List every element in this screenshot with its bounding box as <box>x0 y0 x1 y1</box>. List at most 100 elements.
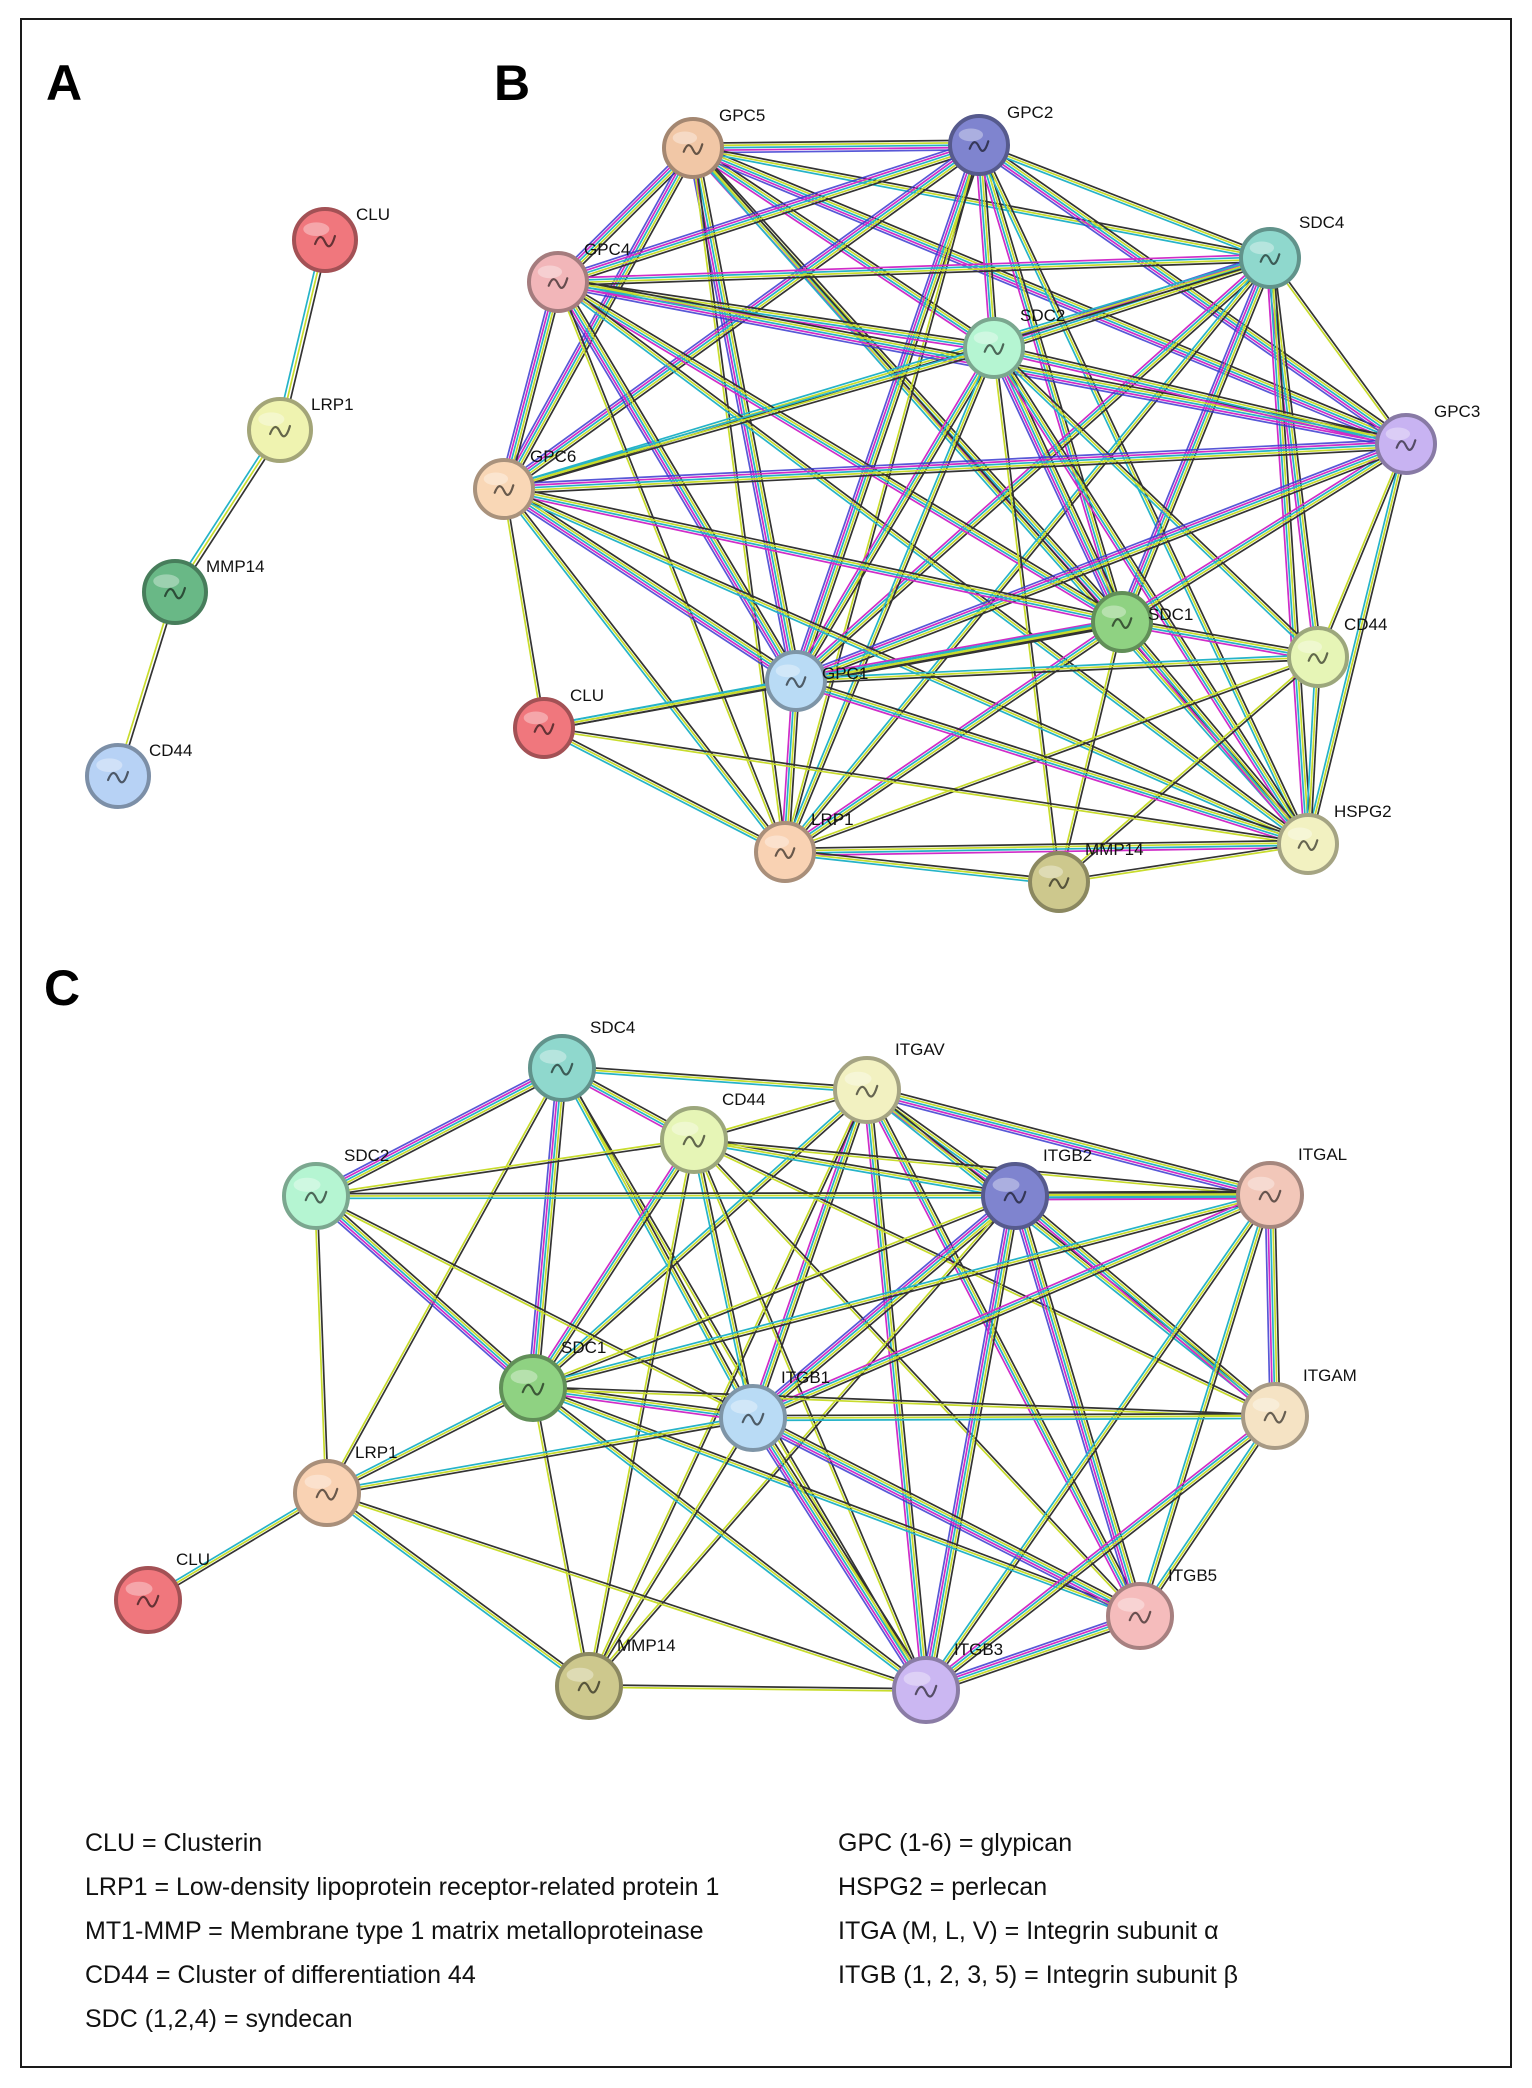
edge-line-database <box>531 1389 1140 1620</box>
node-itgal[interactable]: ITGAL <box>1236 1145 1347 1229</box>
edge-line-database <box>794 346 994 681</box>
node-label: CLU <box>570 686 604 705</box>
edge-line-experiment <box>532 1390 753 1423</box>
node-mmp14[interactable]: MMP14 <box>555 1636 676 1720</box>
node-sdc2[interactable]: SDC2 <box>282 1146 389 1230</box>
edge-line-co-expression <box>785 848 1060 881</box>
node-clu[interactable]: CLU <box>513 686 604 759</box>
edge-line-text-mining <box>557 281 1309 845</box>
node-itgb5[interactable]: ITGB5 <box>1106 1566 1217 1650</box>
node-clu[interactable]: CLU <box>292 205 390 273</box>
edge-line-homology <box>503 438 1406 486</box>
node-cd44[interactable]: CD44 <box>660 1090 765 1174</box>
node-label: SDC4 <box>590 1018 635 1037</box>
edge-line-text-mining <box>784 257 1271 853</box>
edge-line-database <box>542 729 785 855</box>
node-mmp14[interactable]: MMP14 <box>142 557 265 625</box>
edge-gpc2-gpc4 <box>556 139 981 288</box>
node-highlight <box>523 711 549 725</box>
node-itgb1[interactable]: ITGB1 <box>719 1368 830 1452</box>
edge-sdc2-cd44 <box>991 345 1321 660</box>
edge-line-experiment <box>501 146 692 489</box>
node-gpc2[interactable]: GPC2 <box>948 103 1053 176</box>
edge-line-co-expression <box>558 260 1271 287</box>
edge-line-text-mining <box>1270 257 1311 844</box>
node-cd44[interactable]: CD44 <box>1287 615 1387 688</box>
node-itgb3[interactable]: ITGB3 <box>892 1640 1003 1724</box>
edge-line-database <box>864 1091 1275 1419</box>
edge-line-co-expression <box>544 725 1309 844</box>
edge-line-homology <box>975 148 1404 449</box>
edge-line-database <box>866 1089 1271 1196</box>
protein-structure-icon <box>682 1134 706 1148</box>
edge-itgam-itgb5 <box>1137 1414 1278 1618</box>
edge-line-database <box>559 1068 752 1420</box>
node-highlight <box>958 128 984 142</box>
edge-line-database <box>1267 258 1308 845</box>
node-itgav[interactable]: ITGAV <box>833 1040 945 1124</box>
edge-line-co-expression <box>1273 1194 1281 1416</box>
node-gpc1[interactable]: GPC1 <box>765 650 868 712</box>
node-sdc1[interactable]: SDC1 <box>499 1338 606 1422</box>
edge-line-database <box>781 346 993 852</box>
edge-line-text-mining <box>754 1416 929 1690</box>
edge-line-database <box>1267 258 1318 658</box>
edge-line-text-mining <box>796 679 1309 844</box>
panel-letter-c: C <box>44 960 80 1016</box>
node-sdc2[interactable]: SDC2 <box>963 306 1065 379</box>
edge-line-database <box>557 281 797 682</box>
node-sdc4[interactable]: SDC4 <box>528 1018 635 1102</box>
edge-itgav-itgam <box>864 1087 1278 1419</box>
edge-line-co-expression <box>1014 1190 1270 1194</box>
node-hspg2[interactable]: HSPG2 <box>1277 802 1392 875</box>
node-itgam[interactable]: ITGAM <box>1241 1366 1357 1450</box>
node-lrp1[interactable]: LRP1 <box>247 395 354 463</box>
edge-line-text-mining <box>587 1089 867 1686</box>
node-highlight <box>992 1177 1020 1192</box>
edge-line-co-expression <box>589 1683 927 1690</box>
edge-line-text-mining <box>1307 443 1407 845</box>
edge-itgav-itgal <box>865 1084 1272 1201</box>
edge-line-database <box>1120 622 1308 846</box>
node-clu[interactable]: CLU <box>114 1550 210 1634</box>
node-gpc4[interactable]: GPC4 <box>527 240 630 313</box>
node-gpc3[interactable]: GPC3 <box>1375 402 1480 475</box>
node-label: GPC2 <box>1007 103 1053 122</box>
node-sdc1[interactable]: SDC1 <box>1091 591 1193 653</box>
edge-sdc1-mmp14 <box>530 1387 592 1687</box>
edge-itgam-itgb3 <box>923 1412 1278 1694</box>
node-cd44[interactable]: CD44 <box>85 741 192 809</box>
edge-line-database <box>692 149 1270 262</box>
edge-cd44-itgam <box>693 1138 1276 1418</box>
edge-line-database <box>326 1414 753 1492</box>
edge-line-database <box>795 653 1318 680</box>
protein-structure-icon <box>855 1084 879 1098</box>
edge-line-experiment <box>503 491 1122 627</box>
edge-line-co-expression <box>786 624 1125 856</box>
edge-gpc3-gpc1 <box>793 438 1409 687</box>
node-mmp14[interactable]: MMP14 <box>1028 840 1144 913</box>
edge-line-text-mining <box>693 1140 1270 1198</box>
node-sdc4[interactable]: SDC4 <box>1239 213 1344 289</box>
edge-line-co-expression <box>755 1199 1019 1423</box>
edge-line-experiment <box>795 617 1122 679</box>
node-gpc6[interactable]: GPC6 <box>473 447 576 520</box>
edge-line-database <box>752 1195 1016 1419</box>
node-lrp1[interactable]: LRP1 <box>293 1443 398 1527</box>
protein-structure-icon <box>1259 253 1281 265</box>
edge-line-database <box>693 1141 1015 1200</box>
protein-structure-icon <box>268 424 292 438</box>
edge-line-homology <box>554 143 691 280</box>
edge-line-homology <box>312 1198 531 1393</box>
node-gpc5[interactable]: GPC5 <box>662 106 765 179</box>
edge-line-database <box>784 853 1059 886</box>
node-lrp1[interactable]: LRP1 <box>754 810 854 883</box>
node-highlight <box>539 1049 567 1064</box>
edge-gpc6-sdc1 <box>503 484 1123 627</box>
edge-line-homology <box>920 1194 1012 1690</box>
edge-gpc5-gpc6 <box>499 145 698 492</box>
edge-line-co-expression <box>869 1089 931 1690</box>
node-itgb2[interactable]: ITGB2 <box>981 1146 1092 1230</box>
node-highlight <box>510 1369 538 1384</box>
edge-line-database <box>751 1089 867 1418</box>
